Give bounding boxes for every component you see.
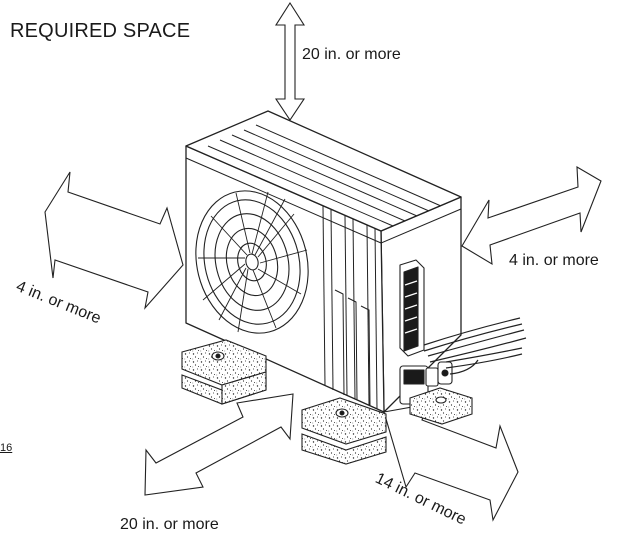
arrow-left-icon	[44, 171, 184, 310]
clearance-top-label: 20 in. or more	[302, 46, 401, 63]
arrow-top-icon	[274, 1, 306, 121]
pipe-icon	[423, 317, 527, 375]
fan-grille-icon	[195, 190, 309, 334]
arrow-right-icon	[461, 166, 602, 266]
mounting-blocks	[181, 339, 473, 465]
clearance-bottom-label: 20 in. or more	[120, 516, 219, 533]
clearance-right-label: 4 in. or more	[509, 252, 599, 269]
outdoor-unit	[185, 110, 462, 413]
arrow-bottom-icon	[144, 393, 294, 496]
diagram-title: REQUIRED SPACE	[10, 20, 191, 42]
service-valve-icon	[399, 259, 425, 357]
unit-top-panel	[185, 110, 462, 232]
page-reference: 16	[0, 442, 13, 454]
